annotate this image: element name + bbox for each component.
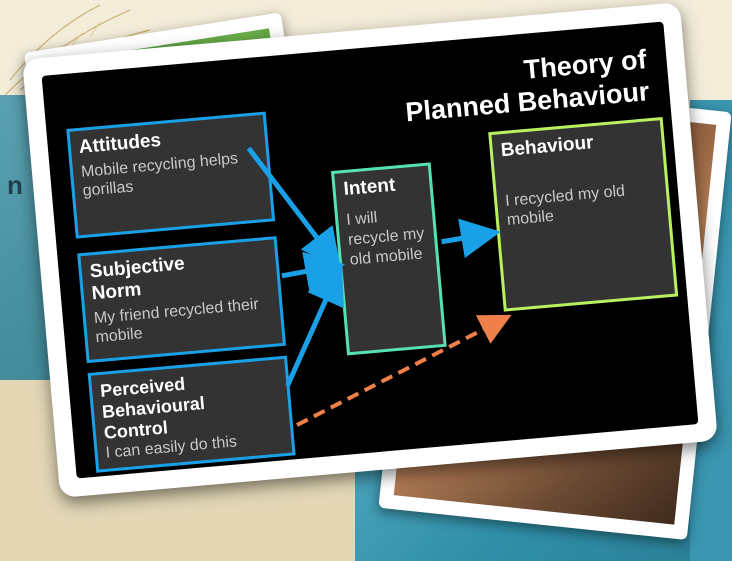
background-partial-text: n bbox=[7, 170, 23, 200]
diagram-arrows bbox=[246, 146, 512, 427]
arrow-control-to-intent bbox=[285, 263, 344, 387]
diagram-card: Theory of Planned Behaviour Attitudes Mo… bbox=[22, 2, 718, 498]
arrow-norm-to-intent bbox=[281, 251, 346, 292]
arrow-attitudes-to-intent bbox=[246, 146, 341, 270]
arrow-control-to-behaviour-dashed bbox=[296, 314, 512, 427]
diagram-slide: Theory of Planned Behaviour Attitudes Mo… bbox=[41, 21, 699, 479]
arrow-intent-to-behaviour bbox=[441, 218, 501, 259]
